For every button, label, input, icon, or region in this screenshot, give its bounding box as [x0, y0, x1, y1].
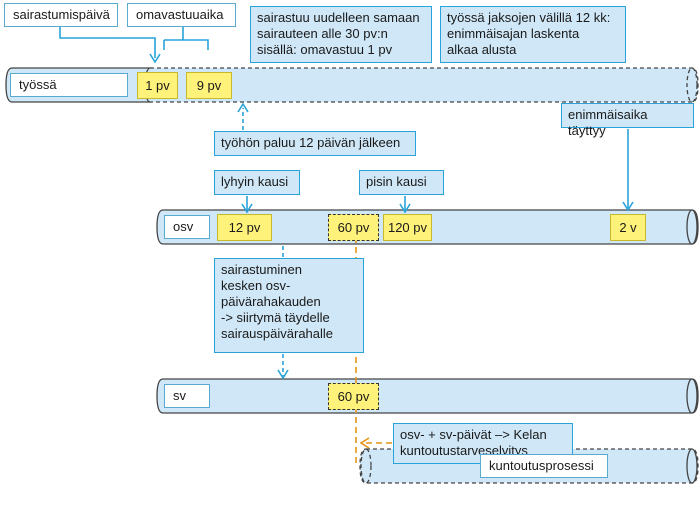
- osv-max-2v: 2 v: [610, 214, 646, 241]
- work-bar-label: työssä: [10, 73, 128, 97]
- shortest-arrow: [241, 196, 253, 214]
- waiting-label: omavastuuaika: [127, 3, 236, 27]
- max-note: enimmäisaika täyttyy: [561, 103, 694, 138]
- osv-bar-label: osv: [164, 215, 210, 239]
- waiting-bracket: [163, 26, 209, 50]
- sv-day-60: 60 pv: [328, 383, 379, 410]
- shortest-note: lyhyin kausi: [214, 170, 300, 195]
- osv-day-60: 60 pv: [328, 214, 379, 241]
- max-arrow: [622, 129, 634, 212]
- osv-day-12: 12 pv: [217, 214, 272, 241]
- switch-arrows: [277, 246, 289, 380]
- return-note: työhön paluu 12 päivän jälkeen: [214, 131, 416, 156]
- resick-note: sairastuu uudelleen samaan sairauteen al…: [250, 6, 432, 63]
- sv-bar: [156, 378, 699, 414]
- sick-day-label: sairastumispäivä: [4, 3, 118, 27]
- longest-arrow: [399, 196, 411, 214]
- sv-bar-label: sv: [164, 384, 210, 408]
- osv-day-120: 120 pv: [383, 214, 432, 241]
- longest-note: pisin kausi: [359, 170, 444, 195]
- work-day-9: 9 pv: [186, 72, 232, 99]
- rehab-bar-label: kuntoutusprosessi: [480, 454, 608, 478]
- switch-note: sairastuminen kesken osv- päivärahakaude…: [214, 258, 364, 353]
- return-arrow: [237, 102, 249, 130]
- sick-day-connector: [59, 26, 161, 64]
- reset-note: työssä jaksojen välillä 12 kk: enimmäisa…: [440, 6, 626, 63]
- work-day-1: 1 pv: [137, 72, 178, 99]
